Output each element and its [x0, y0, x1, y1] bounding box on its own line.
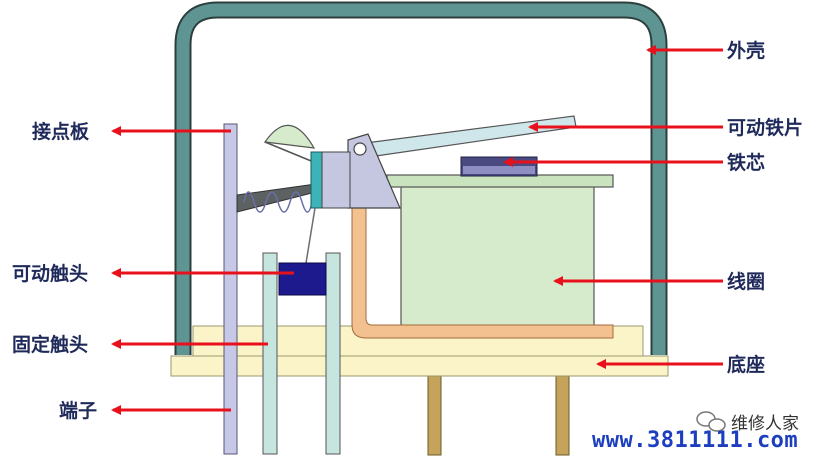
- watermark-logo-icon: [696, 411, 726, 432]
- base-lower: [170, 355, 669, 377]
- label-fixed-contact: 固定触头: [12, 334, 89, 356]
- spring-coils: [243, 191, 313, 213]
- yoke-plate: [386, 174, 614, 188]
- watermark-brand: 维修人家: [731, 414, 799, 434]
- contact-plate: [223, 123, 238, 455]
- l-pole: [351, 204, 614, 339]
- label-contact-plate: 接点板: [32, 121, 90, 143]
- cam-disc: [263, 124, 316, 149]
- label-movable-iron: 可动铁片: [727, 117, 804, 139]
- fixed-contact-terminal-right: [325, 252, 341, 455]
- label-iron-core: 铁芯: [727, 152, 766, 174]
- label-terminal: 端子: [59, 400, 98, 422]
- base-leg-right: [555, 371, 570, 456]
- label-movable-contact: 可动触头: [12, 263, 89, 285]
- watermark-url: www.3811111.com: [592, 428, 799, 453]
- movable-contact: [278, 262, 327, 296]
- base-leg-left: [427, 371, 442, 456]
- movable-iron-arm: [357, 115, 577, 159]
- label-outer-shell: 外壳: [727, 40, 766, 62]
- coil: [400, 184, 595, 328]
- label-coil: 线圈: [727, 271, 766, 293]
- label-base: 底座: [727, 354, 766, 376]
- fixed-contact-terminal-left: [262, 252, 278, 455]
